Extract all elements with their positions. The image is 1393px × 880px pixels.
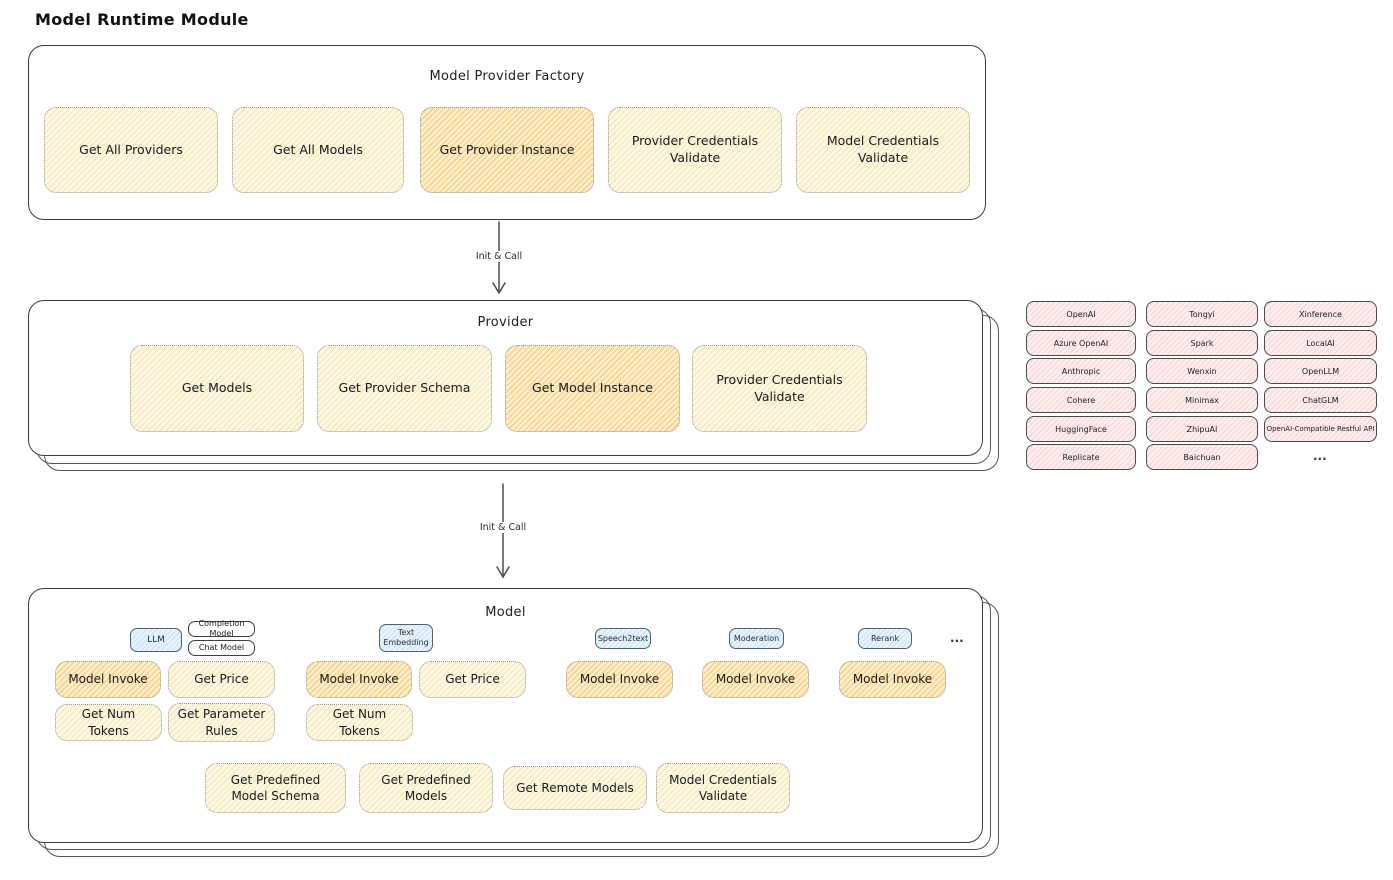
get-remote-models-button[interactable]: Get Remote Models [503, 766, 647, 810]
llm-get-num-tokens-button[interactable]: Get Num Tokens [55, 704, 162, 741]
factory-provider-credentials-validate-button[interactable]: Provider Credentials Validate [608, 107, 782, 193]
provider-chip-openllm[interactable]: OpenLLM [1264, 358, 1377, 384]
provider-chip-anthropic[interactable]: Anthropic [1026, 358, 1136, 384]
provider-provider-credentials-validate-button[interactable]: Provider Credentials Validate [692, 345, 867, 432]
embedding-model-invoke-button[interactable]: Model Invoke [306, 661, 412, 698]
page-title: Model Runtime Module [35, 10, 249, 29]
provider-chip-xinference[interactable]: Xinference [1264, 301, 1377, 327]
tag-rerank[interactable]: Rerank [858, 628, 912, 649]
moderation-model-invoke-button[interactable]: Model Invoke [702, 661, 809, 698]
provider-chip-zhipuai[interactable]: ZhipuAI [1146, 416, 1258, 442]
provider-chip-huggingface[interactable]: HuggingFace [1026, 416, 1136, 442]
provider-chip-spark[interactable]: Spark [1146, 330, 1258, 356]
provider-chip-wenxin[interactable]: Wenxin [1146, 358, 1258, 384]
arrow-label-init-call-1: Init & Call [470, 251, 528, 262]
provider-chip-minimax[interactable]: Minimax [1146, 387, 1258, 413]
provider-chip-openai-compatible[interactable]: OpenAI-Compatible Restful API [1264, 416, 1377, 442]
provider-chip-tongyi[interactable]: Tongyi [1146, 301, 1258, 327]
llm-model-invoke-button[interactable]: Model Invoke [55, 661, 161, 698]
rerank-model-invoke-button[interactable]: Model Invoke [839, 661, 946, 698]
provider-chip-azure-openai[interactable]: Azure OpenAI [1026, 330, 1136, 356]
provider-chip-chatglm[interactable]: ChatGLM [1264, 387, 1377, 413]
provider-get-provider-schema-button[interactable]: Get Provider Schema [317, 345, 492, 432]
tag-completion-model[interactable]: Completion Model [188, 619, 255, 638]
provider-get-model-instance-button[interactable]: Get Model Instance [505, 345, 680, 432]
llm-get-price-button[interactable]: Get Price [168, 661, 275, 698]
model-title: Model [485, 605, 526, 620]
provider-list-ellipsis: ... [1313, 449, 1327, 463]
factory-title: Model Provider Factory [429, 69, 585, 84]
tag-llm[interactable]: LLM [130, 628, 182, 652]
embedding-get-price-button[interactable]: Get Price [419, 661, 526, 698]
arrow-provider-to-model [496, 483, 510, 579]
tag-moderation[interactable]: Moderation [729, 628, 784, 649]
provider-title: Provider [477, 315, 534, 330]
factory-model-credentials-validate-button[interactable]: Model Credentials Validate [796, 107, 970, 193]
embedding-get-num-tokens-button[interactable]: Get Num Tokens [306, 704, 413, 741]
tag-chat-model[interactable]: Chat Model [188, 640, 255, 656]
provider-chip-localai[interactable]: LocalAI [1264, 330, 1377, 356]
factory-get-provider-instance-button[interactable]: Get Provider Instance [420, 107, 594, 193]
factory-get-all-providers-button[interactable]: Get All Providers [44, 107, 218, 193]
model-credentials-validate-button[interactable]: Model Credentials Validate [656, 763, 790, 813]
arrow-label-init-call-2: Init & Call [474, 522, 532, 533]
llm-get-parameter-rules-button[interactable]: Get Parameter Rules [168, 703, 275, 742]
get-predefined-models-button[interactable]: Get Predefined Models [359, 763, 493, 813]
provider-chip-replicate[interactable]: Replicate [1026, 444, 1136, 470]
provider-chip-cohere[interactable]: Cohere [1026, 387, 1136, 413]
provider-get-models-button[interactable]: Get Models [130, 345, 304, 432]
factory-get-all-models-button[interactable]: Get All Models [232, 107, 404, 193]
tag-speech2text[interactable]: Speech2text [595, 628, 651, 649]
provider-chip-openai[interactable]: OpenAI [1026, 301, 1136, 327]
speech2text-model-invoke-button[interactable]: Model Invoke [566, 661, 673, 698]
tag-text-embedding[interactable]: Text Embedding [379, 624, 433, 652]
model-types-ellipsis: ... [950, 631, 964, 645]
get-predefined-model-schema-button[interactable]: Get Predefined Model Schema [205, 763, 346, 813]
provider-chip-baichuan[interactable]: Baichuan [1146, 444, 1258, 470]
